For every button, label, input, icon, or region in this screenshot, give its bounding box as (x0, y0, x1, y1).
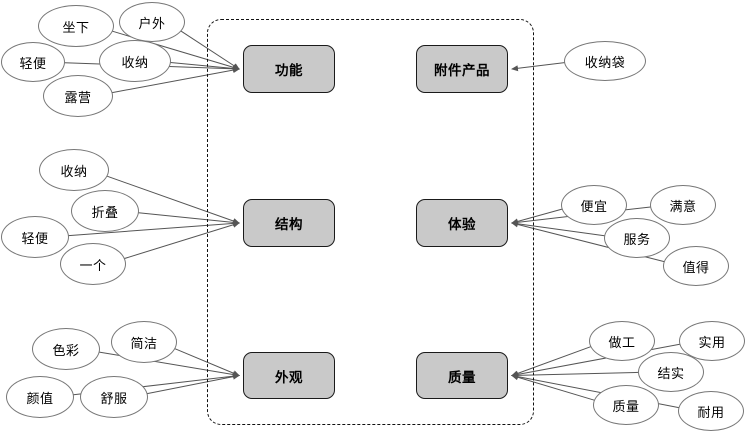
edge-t16-to-waiguan (174, 348, 240, 376)
edge-t10-to-jiegou (124, 221, 240, 259)
term-node-t17[interactable]: 颜值 (6, 376, 74, 418)
category-node-fujian[interactable]: 附件产品 (416, 45, 508, 93)
edge-t18-to-waiguan (147, 373, 240, 395)
term-node-t7[interactable]: 收纳 (39, 149, 109, 191)
dashed-grouping-container (207, 19, 534, 425)
term-node-t15[interactable]: 色彩 (32, 328, 100, 370)
term-node-t1[interactable]: 坐下 (38, 5, 114, 47)
category-node-gongneng[interactable]: 功能 (243, 45, 335, 93)
term-node-t23[interactable]: 耐用 (678, 391, 744, 431)
category-node-jiegou[interactable]: 结构 (243, 199, 335, 247)
term-node-t12[interactable]: 满意 (650, 185, 716, 225)
edge-t2-to-gongneng (180, 30, 240, 70)
term-node-t4[interactable]: 收纳 (99, 40, 171, 82)
edge-t9-to-jiegou (68, 220, 240, 237)
category-node-tiyan[interactable]: 体验 (416, 199, 508, 247)
term-node-t22[interactable]: 质量 (593, 385, 659, 425)
term-node-t11[interactable]: 便宜 (561, 185, 627, 225)
term-node-t21[interactable]: 结实 (638, 352, 704, 392)
edge-t5-to-gongneng (112, 67, 240, 94)
term-node-t13[interactable]: 服务 (604, 218, 670, 258)
edge-t19-to-zhiliang (511, 346, 591, 377)
term-node-t19[interactable]: 做工 (589, 321, 655, 361)
term-node-t6[interactable]: 收纳袋 (564, 41, 646, 81)
term-node-t20[interactable]: 实用 (679, 321, 745, 361)
term-node-t14[interactable]: 值得 (663, 246, 729, 286)
term-node-t18[interactable]: 舒服 (80, 376, 148, 418)
edge-t11-to-tiyan (511, 208, 563, 225)
edge-t22-to-zhiliang (511, 374, 595, 401)
term-node-t2[interactable]: 户外 (119, 2, 185, 42)
edge-t4-to-gongneng (170, 62, 240, 72)
term-node-t16[interactable]: 简洁 (111, 321, 177, 363)
term-node-t5[interactable]: 露营 (43, 75, 113, 117)
edge-t7-to-jiegou (106, 175, 240, 224)
edge-t6-to-fujian (511, 62, 565, 72)
term-node-t10[interactable]: 一个 (60, 243, 126, 285)
edge-t8-to-jiegou (138, 212, 240, 226)
category-node-waiguan[interactable]: 外观 (243, 352, 335, 399)
edge-t13-to-tiyan (511, 220, 605, 237)
term-node-t9[interactable]: 轻便 (1, 216, 69, 258)
term-node-t3[interactable]: 轻便 (1, 42, 65, 82)
category-node-zhiliang[interactable]: 质量 (416, 352, 508, 399)
term-node-t8[interactable]: 折叠 (71, 190, 139, 232)
